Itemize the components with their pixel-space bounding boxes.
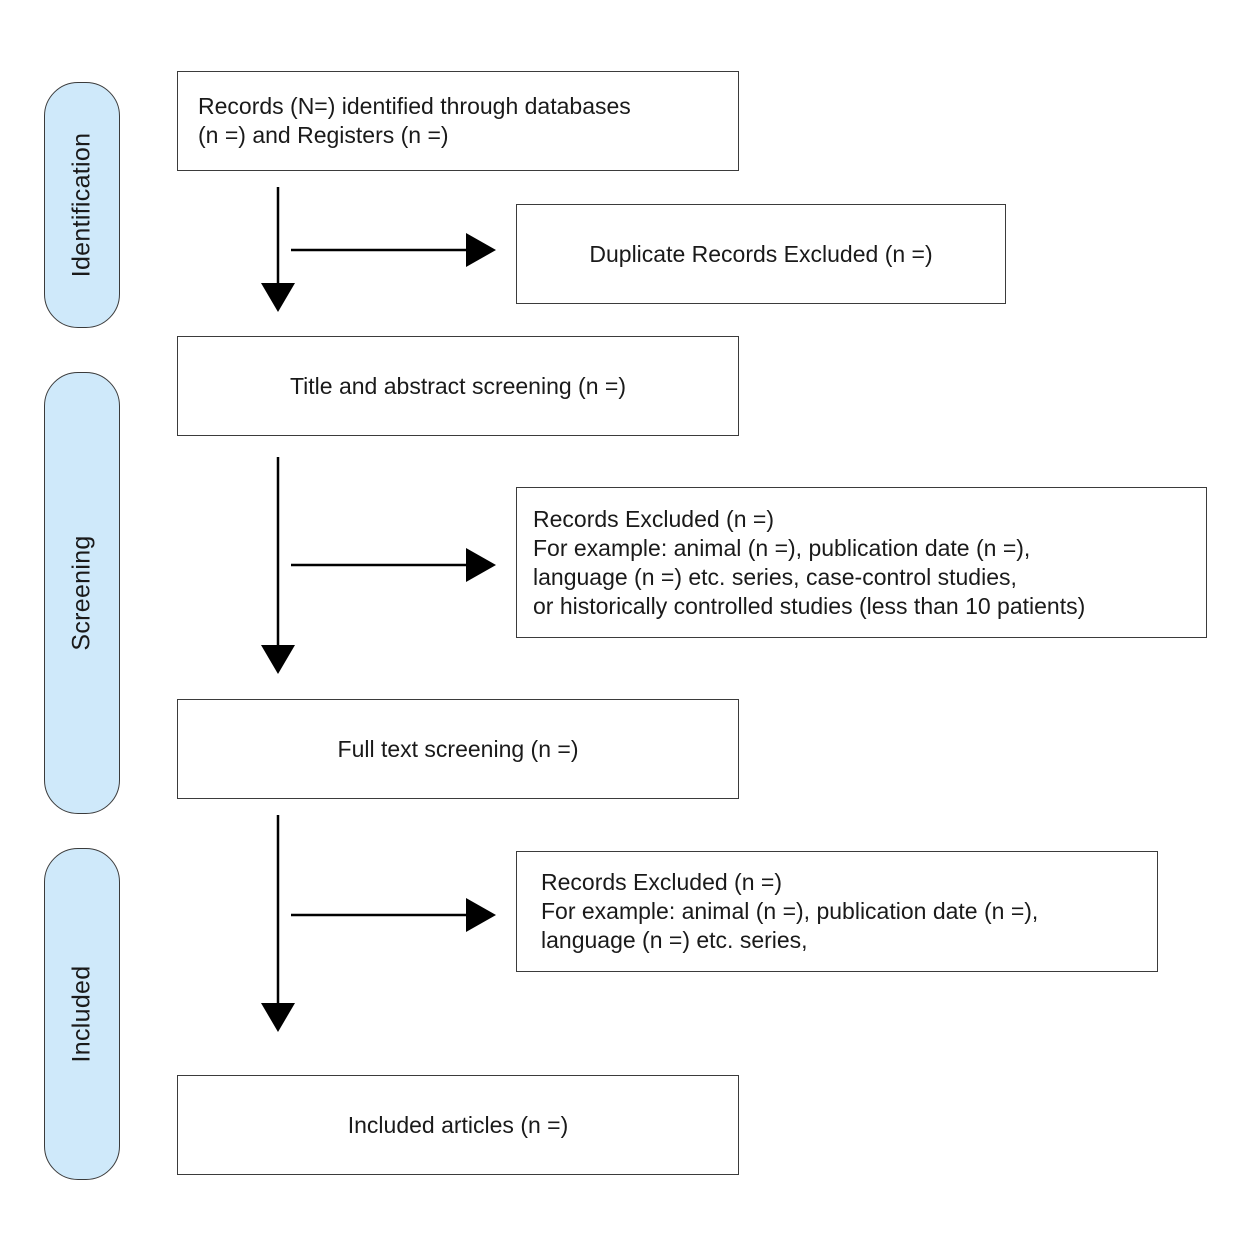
records-identified-line-2: (n =) and Registers (n =) bbox=[198, 122, 449, 148]
title-abstract-screening-text: Title and abstract screening (n =) bbox=[289, 372, 626, 399]
phase-screening-label: Screening bbox=[67, 535, 96, 651]
records-excluded-screening-box: Records Excluded (n =) For example: anim… bbox=[516, 487, 1207, 638]
full-text-screening-text: Full text screening (n =) bbox=[337, 735, 579, 762]
records-excluded-full-text-line-1: Records Excluded (n =) bbox=[541, 869, 782, 895]
records-excluded-screening-line-1: Records Excluded (n =) bbox=[533, 505, 774, 532]
records-excluded-full-text-line-2: For example: animal (n =), publication d… bbox=[541, 898, 1039, 924]
full-text-screening-box: Full text screening (n =) bbox=[177, 699, 739, 799]
records-identified-box: Records (N=) identified through database… bbox=[177, 71, 739, 171]
duplicates-excluded-text: Duplicate Records Excluded (n =) bbox=[589, 240, 933, 267]
right-arrow-duplicates bbox=[291, 233, 496, 267]
down-arrow-full-text bbox=[261, 815, 295, 1032]
right-arrow-excluded-screening bbox=[291, 548, 496, 582]
records-excluded-screening-line-3: language (n =) etc. series, case-control… bbox=[533, 563, 1017, 590]
phase-included: Included bbox=[44, 848, 120, 1180]
down-arrow-identification bbox=[261, 187, 295, 312]
records-excluded-screening-line-4: or historically controlled studies (less… bbox=[533, 592, 1086, 619]
phase-included-label: Included bbox=[67, 965, 96, 1063]
records-excluded-screening-line-2: For example: animal (n =), publication d… bbox=[533, 534, 1031, 561]
included-articles-box: Included articles (n =) bbox=[177, 1075, 739, 1175]
down-arrow-screening bbox=[261, 457, 295, 674]
title-abstract-screening-box: Title and abstract screening (n =) bbox=[177, 336, 739, 436]
phase-screening: Screening bbox=[44, 372, 120, 814]
records-excluded-full-text-line-3: language (n =) etc. series, bbox=[541, 927, 808, 953]
records-excluded-full-text-box: Records Excluded (n =) For example: anim… bbox=[516, 851, 1158, 972]
included-articles-text: Included articles (n =) bbox=[347, 1111, 569, 1138]
duplicates-excluded-box: Duplicate Records Excluded (n =) bbox=[516, 204, 1006, 304]
right-arrow-excluded-full-text bbox=[291, 898, 496, 932]
phase-identification: Identification bbox=[44, 82, 120, 328]
records-identified-line-1: Records (N=) identified through database… bbox=[198, 93, 631, 119]
phase-identification-label: Identification bbox=[67, 132, 96, 278]
